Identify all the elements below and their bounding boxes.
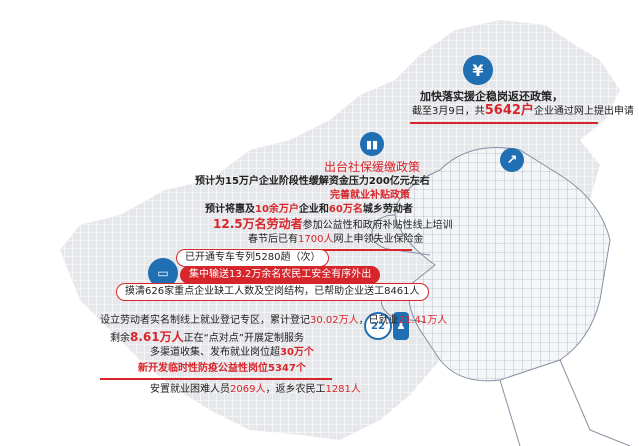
section4-line1-d: 21.41万人 — [398, 315, 448, 326]
section4-line4: 新开发临时性防疫公益性岗位5347个 — [138, 362, 306, 376]
section4-line1-b: 30.02万人 — [310, 315, 359, 326]
section4-underline — [100, 378, 332, 380]
section4-line3-a: 多渠道收集、发布就业岗位超 — [150, 347, 280, 358]
section2-line4: 12.5万名劳动者参加公益性和政府补贴性线上培训 — [213, 217, 453, 233]
section4-line5-c: ，返乡农民工 — [265, 384, 326, 395]
section4-line1: 设立劳动者实名制线上就业登记专区，累计登记30.02万人，已就业21.41万人 — [100, 314, 447, 328]
wireframe-hand — [371, 147, 631, 446]
section4-line4-b: 5347个 — [268, 363, 306, 374]
pill-enterprise-staffing: 摸清626家重点企业缺工人数及空岗结构，已帮助企业送工8461人 — [116, 283, 429, 301]
section4-line2: 剩余8.61万人正在“点对点”开展定制服务 — [110, 330, 304, 346]
section1-prefix: 截至3月9日，共 — [412, 106, 485, 117]
bar-chart-icon: ▮▮ — [360, 132, 384, 156]
section2-line5-b: 1700人 — [298, 234, 334, 245]
section4-line4-a: 新开发临时性防疫公益性岗位 — [138, 363, 268, 374]
section2-line4-b: 参加公益性和政府补贴性线上培训 — [302, 220, 453, 231]
section4-line2-a: 剩余 — [110, 333, 130, 344]
section2-line4-a: 12.5万名劳动者 — [213, 217, 303, 231]
section4-line2-b: 8.61万人 — [130, 330, 184, 344]
person-icon: ♟ — [393, 312, 409, 340]
pill-migrant-transport: 集中输送13.2万余名农民工安全有序外出 — [180, 266, 381, 284]
section2-line5-c: 网上申领失业保险金 — [333, 234, 424, 245]
yen-icon: ¥ — [463, 55, 493, 85]
section1-line: 截至3月9日，共5642户企业通过网上提出申请 — [412, 104, 634, 119]
section4-line1-a: 设立劳动者实名制线上就业登记专区，累计登记 — [100, 315, 310, 326]
section2-line3-a: 预计将惠及 — [205, 204, 255, 215]
section2-title: 出台社保缓缴政策 — [324, 160, 421, 174]
section2-line2: 完善就业补贴政策 — [330, 190, 410, 201]
section4-line5: 安置就业困难人员2069人，返乡农民工1281人 — [150, 383, 361, 397]
section4-line5-b: 2069人 — [230, 384, 266, 395]
section2-line5: 春节后已有1700人网上申领失业保险金 — [248, 233, 423, 247]
section4-line5-d: 1281人 — [325, 384, 361, 395]
section2-line3: 预计将惠及10余万户企业和60万名城乡劳动者 — [205, 203, 413, 217]
section4-line2-c: 正在“点对点”开展定制服务 — [183, 333, 304, 344]
section1-suffix: 企业通过网上提出申请 — [533, 106, 634, 117]
section2-line3-d: 60万名 — [328, 204, 363, 215]
section4-line3: 多渠道收集、发布就业岗位超30万个 — [150, 346, 314, 360]
section2-line3-e: 城乡劳动者 — [362, 204, 413, 215]
trend-icon: ↗ — [500, 148, 524, 172]
section1-title: 加快落实援企稳岗返还政策， — [420, 90, 563, 103]
section2-line3-c: 企业和 — [298, 204, 329, 215]
section4-line3-b: 30万个 — [280, 347, 314, 358]
section1-number: 5642户 — [484, 103, 534, 118]
section4-line1-c: ，已就业 — [358, 315, 399, 326]
section1-underline — [410, 122, 598, 124]
section4-line5-a: 安置就业困难人员 — [150, 384, 230, 395]
pill-special-trains: 已开通专车专列5280趟（次） — [176, 249, 330, 267]
section2-line1: 预计为15万户企业阶段性缓解资金压力200亿元左右 — [195, 176, 430, 187]
section2-line5-a: 春节后已有 — [248, 234, 298, 245]
person-22-icon: 22 — [364, 312, 392, 340]
section2-line3-b: 10余万户 — [255, 204, 299, 215]
